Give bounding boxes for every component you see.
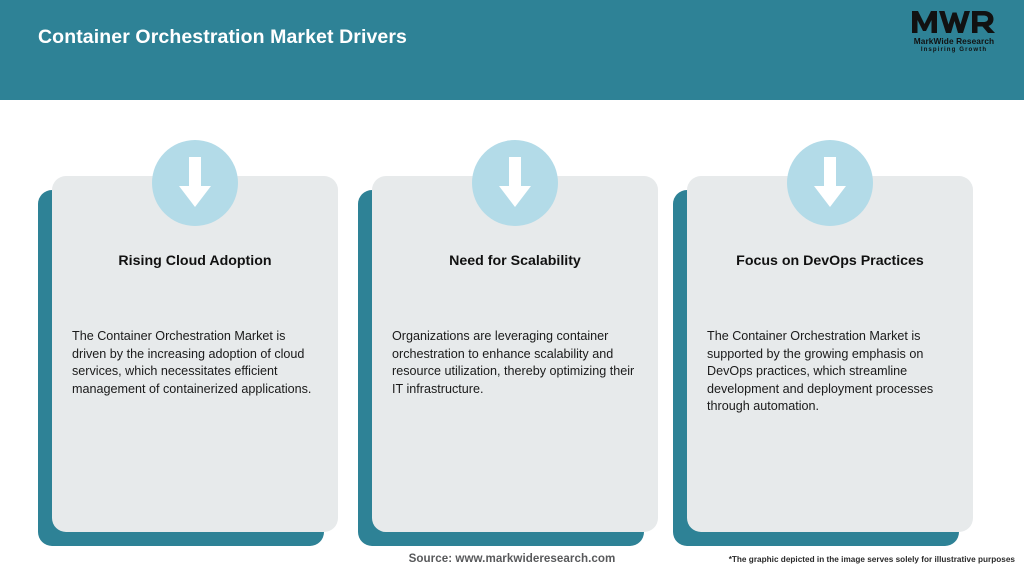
down-arrow-icon — [152, 140, 238, 226]
card-description: Organizations are leveraging container o… — [392, 329, 635, 396]
logo-name: MarkWide Research — [913, 36, 995, 46]
card-heading: Focus on DevOps Practices — [736, 253, 924, 269]
card-description: The Container Orchestration Market is su… — [707, 329, 934, 413]
header-bar: Container Orchestration Market Drivers M… — [0, 0, 1024, 100]
card-surface: Need for Scalability Organizations are l… — [372, 140, 658, 532]
logo-tagline: Inspiring Growth — [920, 46, 988, 53]
driver-card-3: Focus on DevOps Practices The Container … — [673, 140, 973, 546]
source-label: Source: www.markwideresearch.com — [408, 552, 616, 565]
driver-card-2: Need for Scalability Organizations are l… — [358, 140, 658, 546]
driver-card-1: Rising Cloud Adoption The Container Orch… — [38, 140, 338, 546]
logo: MarkWide Research Inspiring Growth — [902, 8, 1006, 62]
card-heading: Rising Cloud Adoption — [118, 253, 272, 269]
down-arrow-icon — [472, 140, 558, 226]
card-surface: Rising Cloud Adoption The Container Orch… — [52, 140, 338, 532]
down-arrow-glyph — [499, 157, 531, 207]
page-title: Container Orchestration Market Drivers — [38, 26, 407, 48]
down-arrow-icon — [787, 140, 873, 226]
cards-container: Rising Cloud Adoption The Container Orch… — [0, 100, 1024, 546]
down-arrow-glyph — [179, 157, 211, 207]
disclaimer-label: *The graphic depicted in the image serve… — [728, 555, 1015, 564]
mwr-logo-mark — [912, 11, 995, 33]
card-surface: Focus on DevOps Practices The Container … — [687, 140, 973, 532]
card-description: The Container Orchestration Market is dr… — [72, 329, 312, 396]
down-arrow-glyph — [814, 157, 846, 207]
card-heading: Need for Scalability — [449, 253, 581, 269]
